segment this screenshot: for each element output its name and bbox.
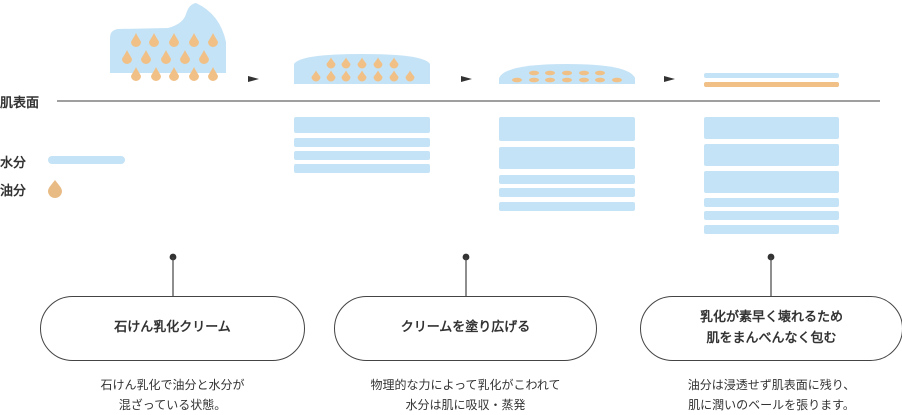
oil-drop-icon <box>373 70 383 82</box>
oil-drops-stage2 <box>311 57 415 82</box>
water-legend-swatch <box>48 156 125 164</box>
oil-drop-icon <box>545 77 555 83</box>
water-film-stage4 <box>704 73 839 78</box>
absorbed-water-stage2 <box>294 117 430 173</box>
water-legend-label: 水分 <box>0 156 27 171</box>
oil-drop-icon <box>545 70 555 76</box>
connector-pin-2 <box>462 253 470 297</box>
stage-3-description: 油分は浸透せず肌表面に残り、 肌に潤いのベールを張ります。 <box>687 378 856 412</box>
oil-drop-icon <box>373 57 383 69</box>
oil-drop-icon <box>326 57 336 69</box>
oil-drop-icon <box>562 77 572 83</box>
oil-drop-icon <box>389 57 399 69</box>
oil-drop-icon <box>199 50 209 64</box>
oil-drop-icon <box>326 70 336 82</box>
oil-drop-icon <box>180 50 190 64</box>
oil-drop-icon <box>529 77 539 83</box>
arrow-right-icon <box>248 76 259 82</box>
oil-film-stage4 <box>704 82 839 87</box>
oil-drop-icon <box>529 70 539 76</box>
oil-drop-icon <box>357 70 367 82</box>
oil-drops-stage3 <box>512 70 622 83</box>
oil-drop-icon <box>357 57 367 69</box>
oil-drop-icon <box>612 77 622 83</box>
oil-drop-icon <box>595 70 605 76</box>
oil-drop-icon <box>341 57 351 69</box>
arrow-right-icon <box>664 76 675 82</box>
oil-drop-icon <box>131 67 141 81</box>
oil-drop-icon <box>131 33 141 47</box>
stage-2-description: 物理的な力によって乳化がこわれて 水分は肌に吸収・蒸発 <box>370 378 561 412</box>
oil-drop-icon <box>512 77 522 83</box>
oil-drop-icon <box>208 33 218 47</box>
oil-drop-icon <box>579 77 589 83</box>
oil-drop-icon <box>341 70 351 82</box>
oil-drop-icon <box>208 67 218 81</box>
oil-drop-icon <box>389 70 399 82</box>
stage-1-title: 石けん乳化クリーム <box>40 296 305 361</box>
connector-pin-3 <box>767 253 775 297</box>
oil-drop-icon <box>311 70 321 82</box>
stage-1-description: 石けん乳化で油分と水分が 混ざっている状態。 <box>100 378 245 412</box>
oil-drop-icon <box>189 33 199 47</box>
absorbed-water-stage3 <box>499 117 635 211</box>
oil-drop-icon <box>169 33 179 47</box>
oil-drops-stage1 <box>122 33 218 81</box>
skin-surface-label: 肌表面 <box>0 96 40 111</box>
stage-2-title: クリームを塗り広げる <box>334 296 597 361</box>
absorbed-water-stage4 <box>704 117 839 234</box>
oil-drop-icon <box>595 77 605 83</box>
oil-drop-icon <box>579 70 589 76</box>
oil-drop-icon <box>149 33 159 47</box>
cream-blob-stage1 <box>110 3 226 73</box>
oil-legend-label: 油分 <box>0 184 27 199</box>
oil-drop-icon <box>169 67 179 81</box>
connector-pin-1 <box>169 253 177 297</box>
arrow-right-icon <box>461 76 472 82</box>
oil-drop-icon <box>48 180 62 198</box>
oil-drop-icon <box>562 70 572 76</box>
oil-drop-icon <box>405 70 415 82</box>
oil-drop-icon <box>189 67 199 81</box>
stage-3-title: 乳化が素早く壊れるため 肌をまんべんなく包む <box>640 296 902 361</box>
oil-drop-icon <box>151 67 161 81</box>
oil-drop-icon <box>161 50 171 64</box>
oil-drop-icon <box>122 50 132 64</box>
oil-drop-icon <box>141 50 151 64</box>
